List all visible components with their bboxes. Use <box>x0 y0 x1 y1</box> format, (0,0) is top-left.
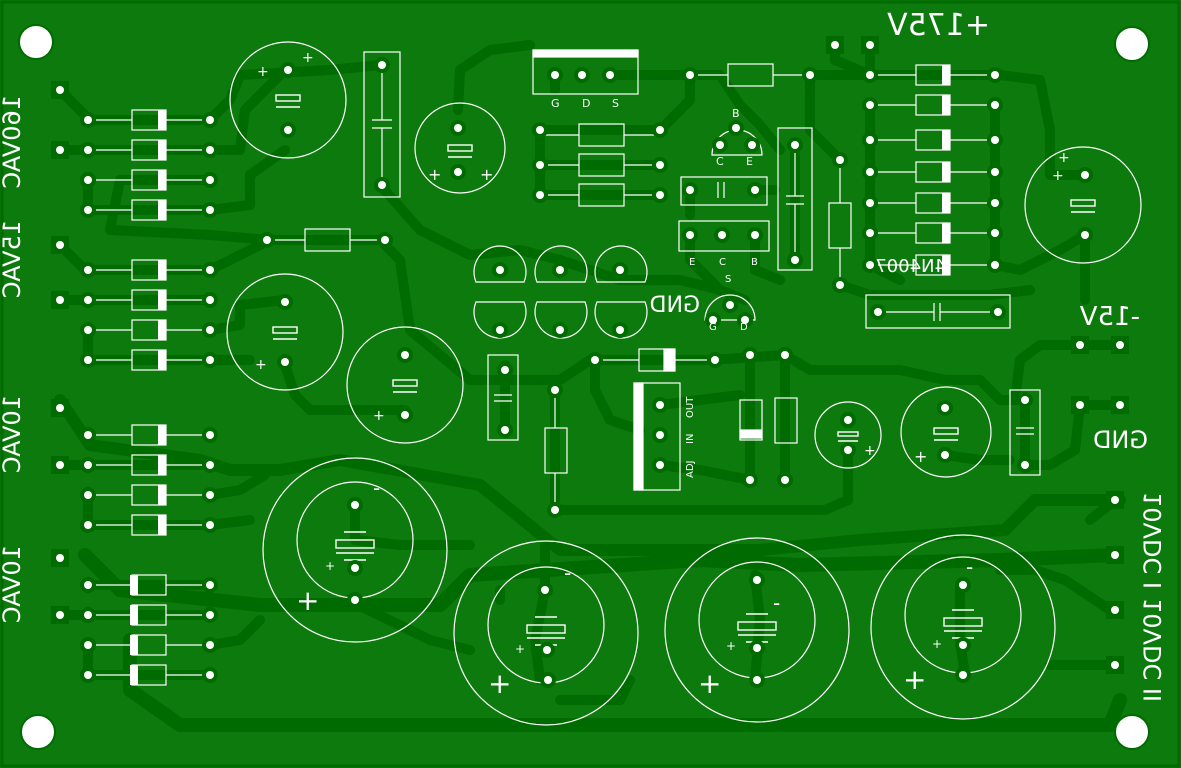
plus-12: + <box>515 642 525 656</box>
plus-11: + <box>488 667 511 700</box>
plus-15: + <box>903 663 926 696</box>
plus-13: + <box>698 667 721 700</box>
electrolytic-capacitors <box>226 41 1142 726</box>
minus-3: - <box>773 591 780 615</box>
plus-5: + <box>480 165 493 184</box>
label-ac10b: 10VAC <box>0 545 26 623</box>
plus-1: + <box>257 64 269 80</box>
minus-4: - <box>966 555 973 579</box>
plus-17: + <box>302 50 314 66</box>
reg-out: OUT <box>685 396 696 418</box>
plus-4: + <box>428 165 441 184</box>
connector-pads <box>51 36 1129 674</box>
label-gnd-right: GND <box>1093 426 1148 454</box>
plus-6: + <box>1052 168 1064 184</box>
plus-18: + <box>1058 150 1070 166</box>
plus-8: + <box>864 443 876 459</box>
pin-b2: B <box>751 257 758 268</box>
plus-16: + <box>932 637 942 651</box>
label-dc10-ii: 10VDC II <box>1139 598 1167 702</box>
pin-c: C <box>716 155 724 168</box>
pin-b: B <box>732 107 740 120</box>
label-dc10-i: 10VDC I <box>1139 492 1167 589</box>
plus-14: + <box>726 639 736 653</box>
minus-2: - <box>564 561 571 585</box>
label-gnd-mid: GND <box>650 293 700 318</box>
label-diode-part: 4N4007 <box>875 256 946 277</box>
diode-bridges-left <box>88 109 210 686</box>
plus-9: + <box>296 584 319 617</box>
pin-s2: S <box>725 274 731 285</box>
pads <box>80 57 1093 688</box>
label-plus175v: +175V <box>887 8 990 43</box>
plus-7: + <box>914 447 927 466</box>
plus-2: + <box>255 357 267 373</box>
pin-c2: C <box>719 257 726 268</box>
label-ac15: 15VAC <box>0 220 26 298</box>
mounting-holes <box>18 24 1150 750</box>
silkscreen-labels: +175V -15V GND GND 160VAC 15VAC 10VAC 10… <box>0 8 1167 702</box>
minus-1: - <box>373 476 380 500</box>
reg-adj: ADJ <box>685 461 696 479</box>
pin-g: G <box>551 97 560 110</box>
label-minus15v: -15V <box>1080 302 1140 332</box>
pin-g2: G <box>709 322 717 333</box>
plus-10: + <box>325 559 335 573</box>
pin-e2: E <box>689 257 695 268</box>
label-ac160: 160VAC <box>0 95 26 188</box>
pin-d: D <box>582 97 590 110</box>
pin-e: E <box>746 155 753 168</box>
label-ac10: 10VAC <box>0 395 26 473</box>
reg-in: IN <box>685 434 696 444</box>
pin-s: S <box>612 97 619 110</box>
plus-3: + <box>373 408 385 424</box>
pin-d2: D <box>740 322 748 333</box>
